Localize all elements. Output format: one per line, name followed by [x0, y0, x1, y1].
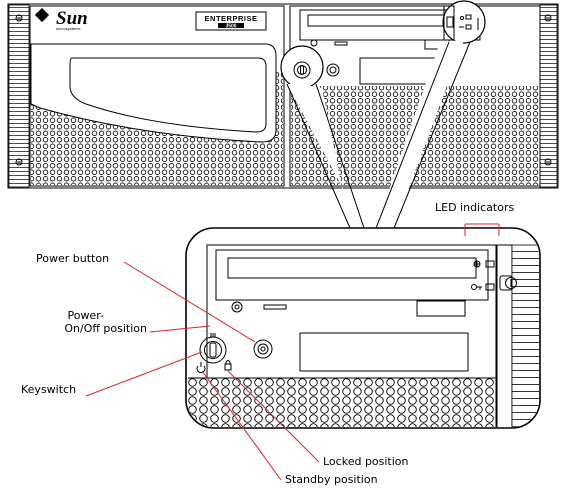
detail-bezel-perforation: [188, 378, 496, 427]
mounting-screw-icons: [15, 14, 552, 166]
svg-text:Sun: Sun: [56, 8, 88, 29]
led-indicator-2: [485, 283, 495, 291]
left-side-grille: [8, 4, 30, 188]
leader-locked-position: [227, 370, 320, 463]
drive-bay-slot: [299, 332, 469, 372]
led-zoom-circle: [442, 0, 486, 44]
label-locked-position: Locked position: [323, 455, 409, 468]
leader-power-button: [123, 261, 256, 343]
detail-side-grille: [511, 244, 539, 427]
label-keyswitch: Keyswitch: [21, 383, 76, 396]
side-key-icon: [499, 275, 517, 291]
keyswitch-zoom-circle: [280, 45, 324, 89]
lock-icon: [224, 360, 232, 371]
leader-power-onoff: [149, 325, 211, 333]
svg-text:microsystems: microsystems: [56, 26, 80, 31]
enterprise-badge: ENTERPRISE 3500: [195, 11, 267, 31]
svg-text:ENTERPRISE: ENTERPRISE: [205, 14, 258, 23]
server-front-panel: Sun microsystems ENTERPRISE 3500: [7, 0, 559, 189]
led-power-icon: [473, 260, 481, 268]
cdrom-drive: [215, 249, 489, 301]
led-service-icon: [471, 284, 482, 290]
power-button[interactable]: [253, 339, 273, 359]
label-power-onoff-line2: On/Off position: [64, 322, 147, 335]
label-power-button: Power button: [36, 252, 109, 265]
zoomed-detail-panel: [185, 223, 541, 429]
key-icon: [209, 342, 217, 358]
power-icon: [196, 362, 206, 374]
right-side-grille: [539, 4, 558, 188]
zoom-callout-wedge: [286, 40, 471, 229]
leader-standby-position: [201, 370, 282, 481]
led-indicator-1: [485, 260, 495, 268]
leader-keyswitch: [85, 351, 203, 397]
keyswitch[interactable]: [199, 333, 227, 364]
diagram-labels: LED indicators Power button Power- On/Of…: [21, 201, 514, 486]
label-power-onoff-line1: Power-: [67, 309, 104, 322]
label-standby-position: Standby position: [285, 473, 378, 486]
sun-logo: Sun microsystems: [34, 7, 88, 31]
label-led-indicators: LED indicators: [435, 201, 514, 214]
svg-text:3500: 3500: [225, 23, 236, 29]
